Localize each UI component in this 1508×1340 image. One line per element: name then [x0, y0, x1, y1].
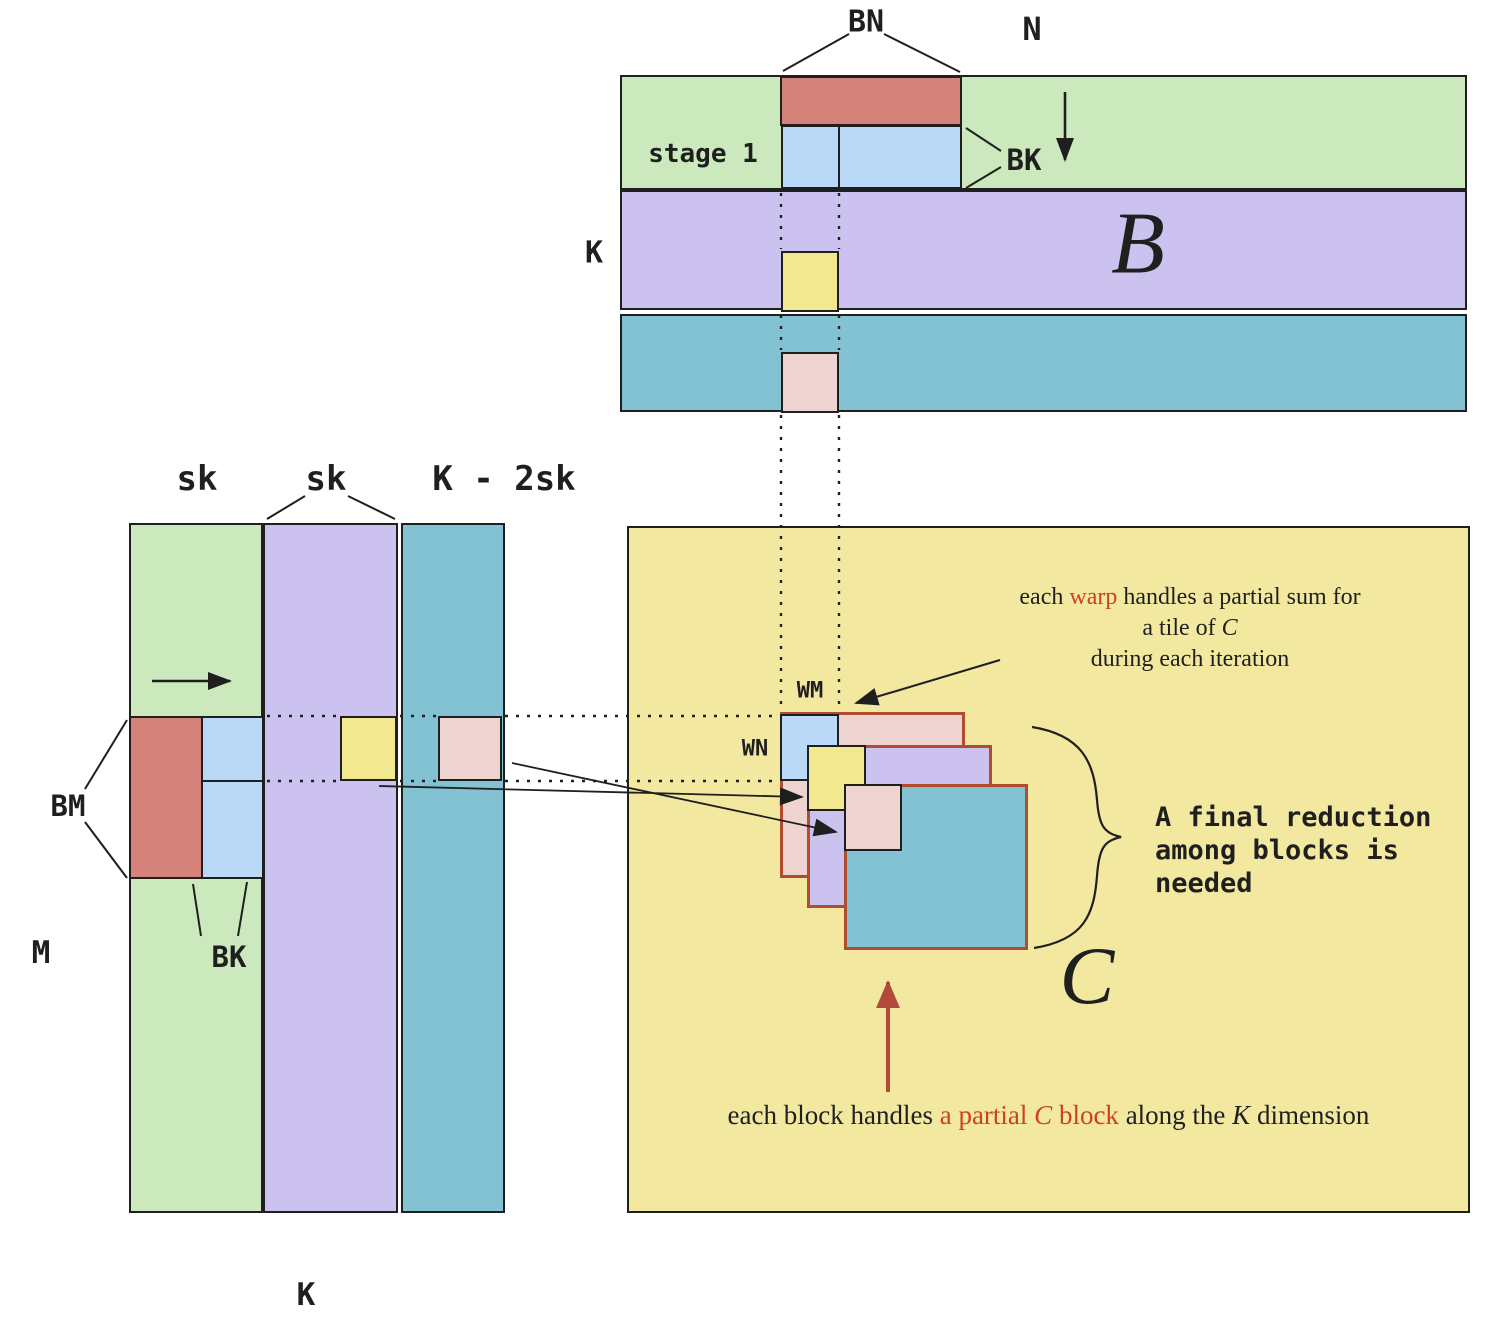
stage1-label: stage 1	[648, 139, 758, 169]
bm-connector-upper	[84, 719, 128, 790]
reduction-note: A final reduction among blocks is needed	[1155, 802, 1432, 899]
matrix-a-bk-tile-top	[201, 716, 264, 782]
warp-note-line2: a tile of C	[1142, 615, 1238, 641]
matrix-b-stage2-strip	[620, 190, 1467, 310]
warp-note-line1: each warp handles a partial sum for	[1019, 584, 1361, 610]
matrix-b-stage2-tile	[781, 251, 839, 312]
matrix-b-stage3-strip	[620, 314, 1467, 412]
matrix-c-letter: C	[1059, 930, 1115, 1021]
partial-c-highlight: a partial C block	[939, 1100, 1119, 1130]
warp-note: each warp handles a partial sum for a ti…	[960, 582, 1420, 675]
matrix-a-stage3-tile	[438, 716, 502, 781]
wm-label: WM	[796, 678, 824, 704]
matrix-b-stage3-tile	[781, 352, 839, 413]
c-warp-tile-pink	[844, 784, 902, 851]
warp-highlight: warp	[1069, 584, 1118, 610]
k-bottom-label: K	[296, 1277, 316, 1313]
bm-connector-lower	[84, 821, 128, 879]
n-label: N	[1022, 10, 1042, 48]
matrix-a-stage3-strip	[401, 523, 505, 1213]
k-minus-2sk-label: K - 2sk	[432, 459, 576, 499]
warp-note-line3: during each iteration	[1090, 646, 1290, 672]
matrix-a-stage2-tile	[340, 716, 397, 781]
m-label: M	[31, 935, 51, 971]
bk-top-label: BK	[1006, 143, 1042, 177]
matrix-a-bk-tile-bottom	[201, 780, 264, 879]
sk2-connector-left	[266, 495, 306, 520]
matrix-b-bk-tile-right	[838, 125, 962, 189]
bn-connector-left	[782, 33, 850, 72]
matrix-b-letter: B	[1111, 195, 1165, 293]
matrix-b-stage1-strip	[620, 75, 1467, 190]
sk1-label: sk	[176, 459, 218, 499]
bk-bottom-label: BK	[211, 940, 247, 974]
sk2-connector-right	[347, 495, 396, 520]
bn-label: BN	[847, 4, 885, 40]
sk2-label: sk	[305, 459, 347, 499]
block-note: each block handles a partial C block alo…	[727, 1100, 1370, 1130]
bm-label: BM	[50, 789, 86, 823]
matrix-b-bn-block	[780, 76, 962, 126]
wn-label: WN	[741, 736, 769, 762]
matrix-b-bk-tile-left	[781, 125, 840, 189]
matrix-a-bm-block	[129, 716, 203, 879]
bn-connector-right	[883, 33, 961, 73]
matrix-a-stage2-strip	[263, 523, 398, 1213]
k-left-label: K	[584, 235, 604, 271]
